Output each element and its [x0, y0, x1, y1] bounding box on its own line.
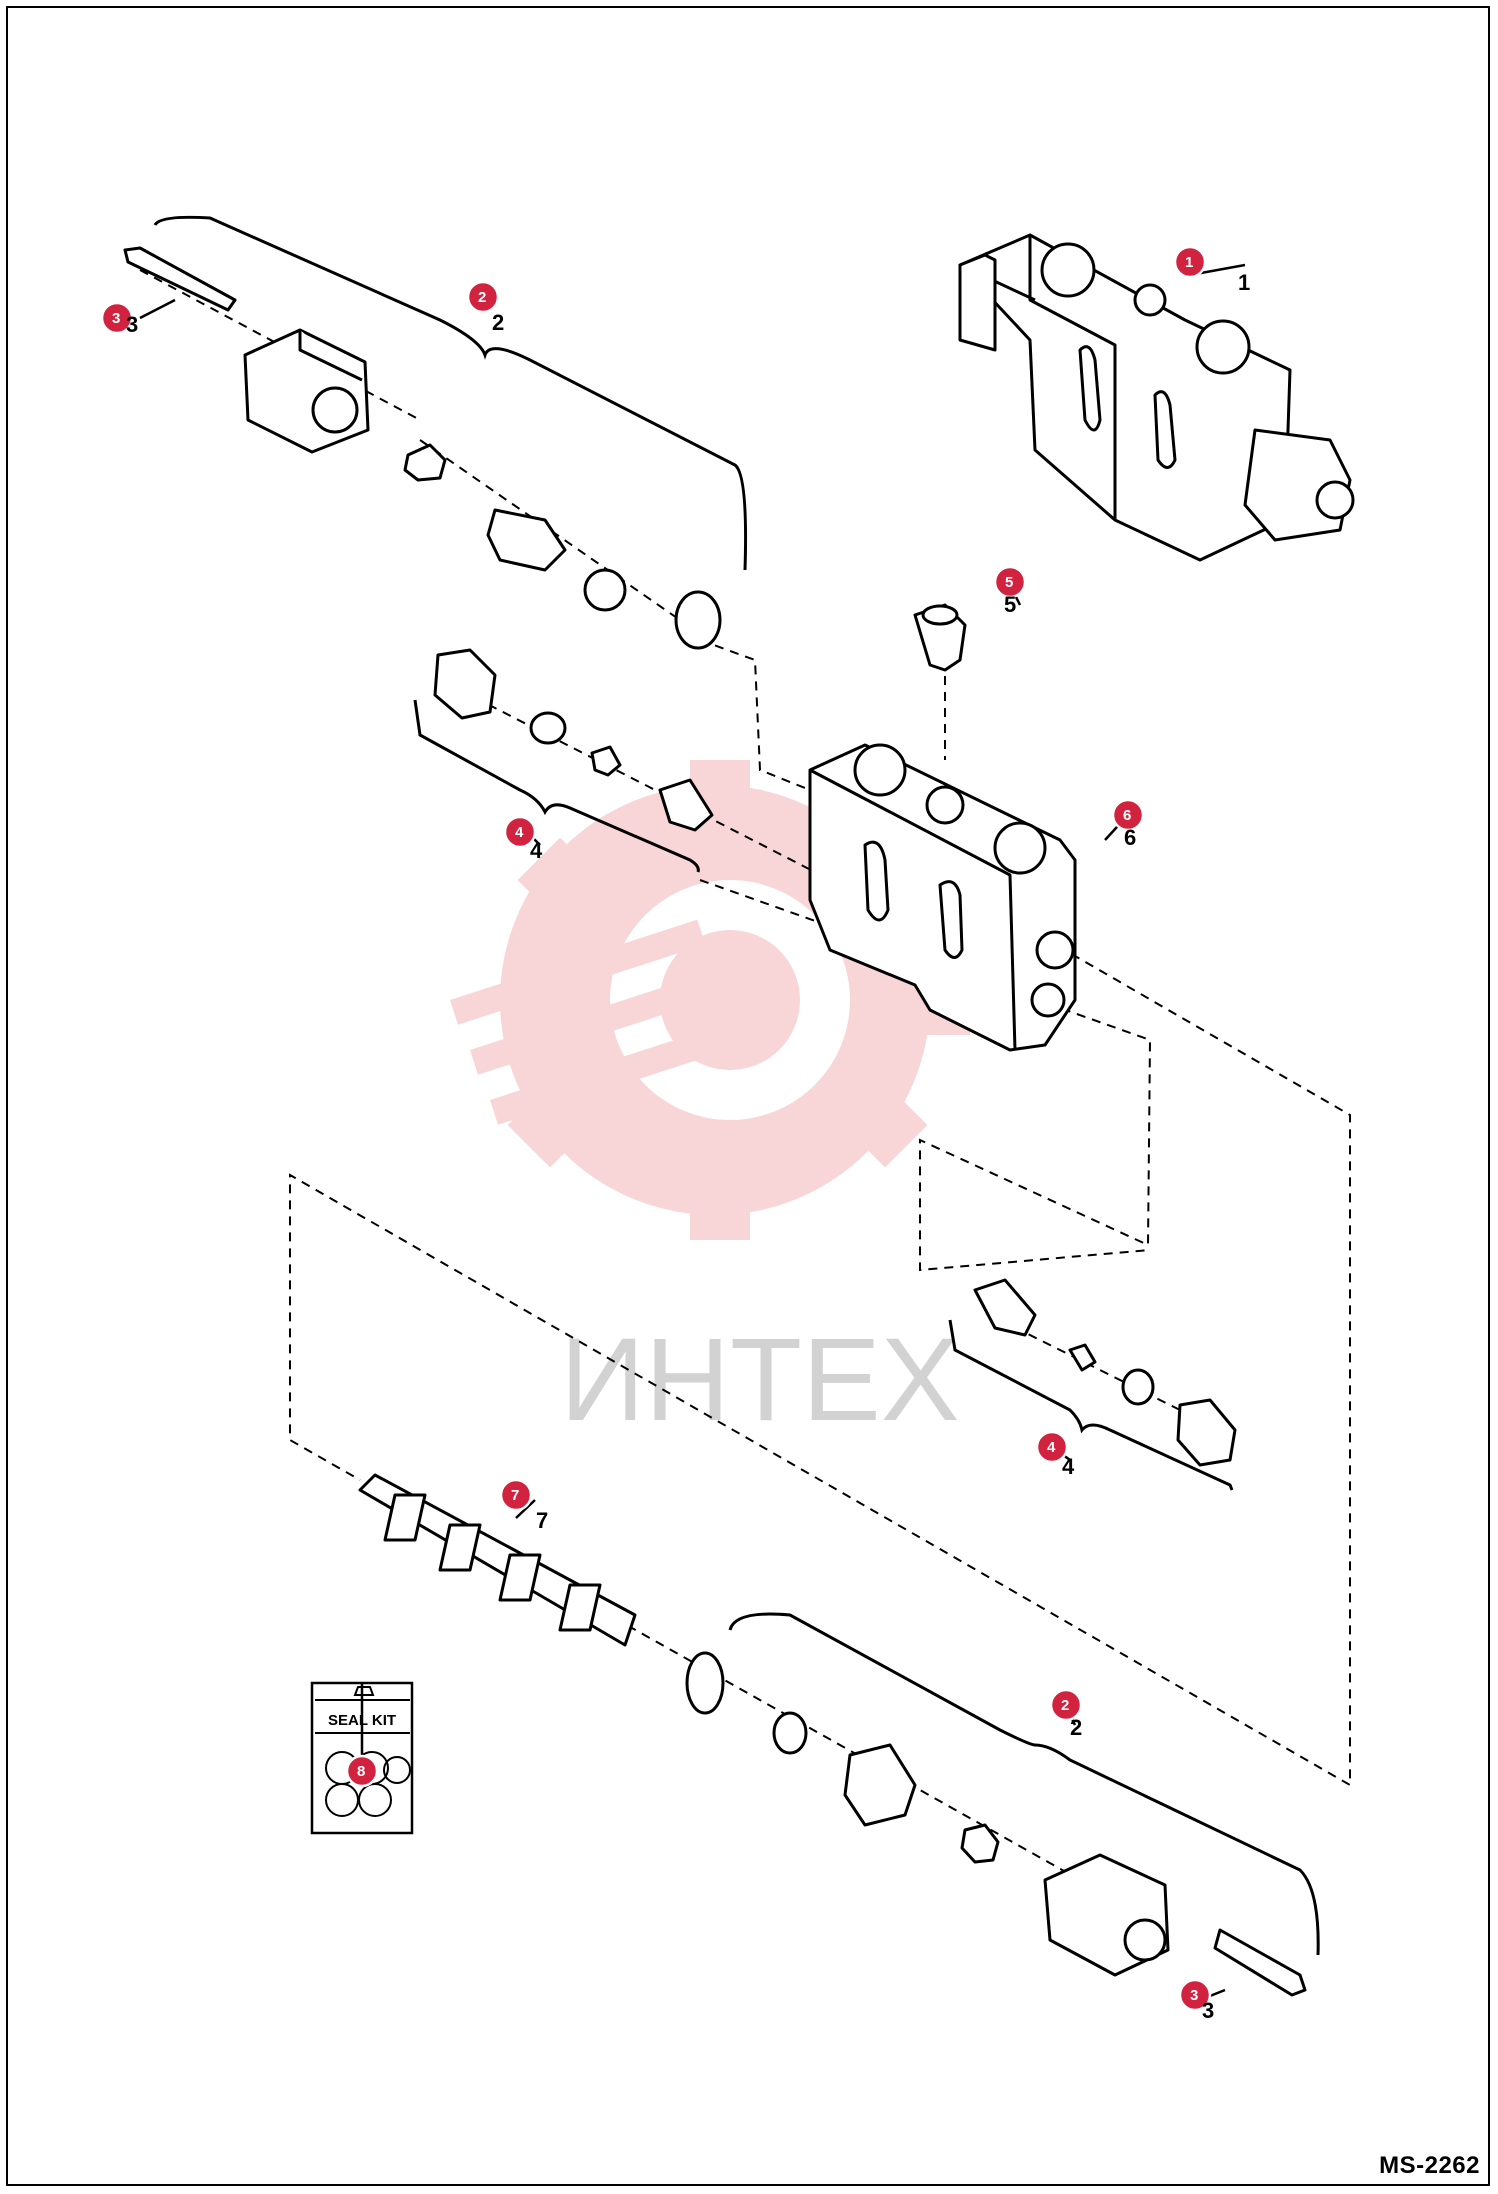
relief-group-part-4-bottom [973, 1278, 1237, 1467]
svg-text:8: 8 [357, 1763, 365, 1780]
callout-4-top[interactable]: 4 [503, 815, 537, 849]
part-label-5: 5 [1004, 592, 1016, 617]
spring-cap-part-2-bottom [685, 1651, 1307, 1997]
diagram-frame [6, 6, 1490, 2186]
assembly-lines [139, 269, 1351, 1881]
part-label-3-top: 3 [126, 312, 138, 337]
part-label-2-top: 2 [492, 310, 504, 335]
callout-8[interactable]: 8 [345, 1754, 379, 1788]
document-code: MS-2262 [1379, 2152, 1480, 2179]
part-label-2-bottom: 2 [1070, 1715, 1082, 1740]
svg-text:4: 4 [1047, 1439, 1056, 1456]
part-label-4-top: 4 [530, 838, 543, 863]
part-label-1: 1 [1238, 270, 1250, 295]
svg-text:7: 7 [511, 1487, 519, 1504]
callout-1[interactable]: 1 [1173, 245, 1207, 279]
callout-3-bottom[interactable]: 3 [1178, 1978, 1212, 2012]
callout-5[interactable]: 5 [993, 565, 1027, 599]
plug-part-5 [913, 603, 967, 672]
section-body-part-6 [808, 743, 1077, 1052]
part-label-7: 7 [536, 1508, 548, 1533]
relief-group-part-4-top [433, 648, 714, 832]
svg-text:3: 3 [112, 310, 120, 327]
watermark-text: ИНТЕХ [560, 1314, 960, 1446]
svg-text:1: 1 [1185, 254, 1193, 271]
part-label-4-bottom: 4 [1062, 1454, 1075, 1479]
part-label-3-bottom: 3 [1202, 1998, 1214, 2023]
spool-part-7 [358, 1473, 637, 1647]
callout-3-top[interactable]: 3 [100, 301, 134, 335]
valve-assembly-part-1 [958, 233, 1355, 562]
callout-2-top[interactable]: 2 [466, 280, 500, 314]
spring-cap-part-2-top [123, 246, 722, 650]
callout-4-bottom[interactable]: 4 [1035, 1430, 1069, 1464]
svg-text:2: 2 [478, 289, 486, 306]
svg-text:4: 4 [515, 824, 524, 841]
group-brackets [153, 215, 1320, 1956]
svg-text:3: 3 [1190, 1987, 1198, 2004]
part-label-6: 6 [1124, 825, 1136, 850]
svg-text:6: 6 [1123, 807, 1131, 824]
callout-2-bottom[interactable]: 2 [1049, 1688, 1083, 1722]
svg-text:2: 2 [1061, 1697, 1069, 1714]
callout-6[interactable]: 6 [1111, 798, 1145, 832]
svg-text:5: 5 [1005, 574, 1013, 591]
callout-7[interactable]: 7 [499, 1478, 533, 1512]
